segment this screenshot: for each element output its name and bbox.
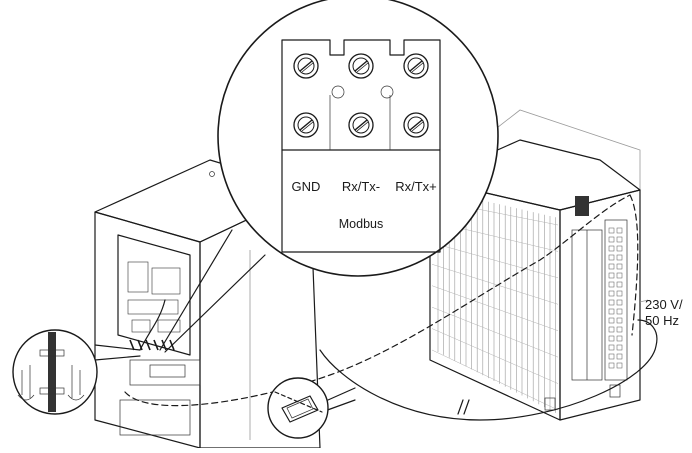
terminal-callout: GND Rx/Tx- Rx/Tx+ Modbus [159,0,499,353]
terminal-screw [293,53,319,79]
terminal-block [281,39,441,253]
terminal-screw [348,112,374,138]
clamp-callout [12,329,141,415]
floor-passage-callout [267,377,356,439]
power-supply-label: 230 V/ 50 Hz [639,297,683,328]
terminal-caption-modbus: Modbus [339,217,383,231]
terminal-screw [348,53,374,79]
modbus-cable [124,194,639,407]
terminal-screw [403,112,429,138]
power-cable [319,319,658,421]
supply-frequency-text: 50 Hz [645,313,679,328]
terminal-label-rxtx-plus: Rx/Tx+ [395,179,437,194]
terminal-label-rxtx-minus: Rx/Tx- [342,179,380,194]
terminal-screw [403,53,429,79]
terminal-label-gnd: GND [292,179,321,194]
terminal-screw [293,112,319,138]
supply-voltage-text: 230 V/ [645,297,683,312]
indoor-electrical-box [117,234,191,356]
